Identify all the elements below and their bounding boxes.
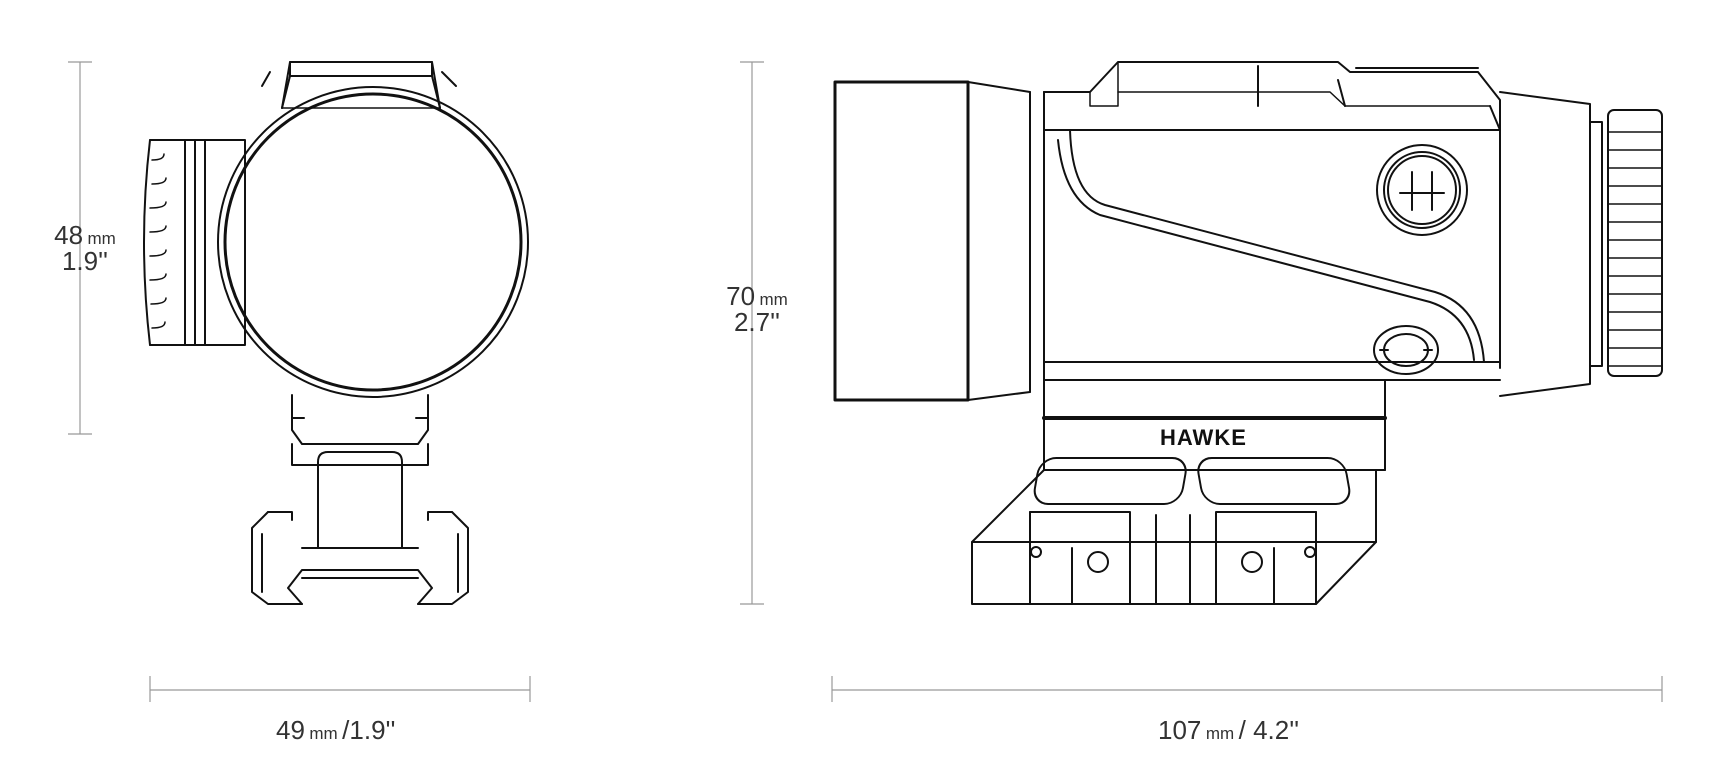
- side-height-value: 70: [726, 281, 756, 311]
- front-height-value: 48: [54, 220, 84, 250]
- front-width-value: 49: [276, 715, 305, 745]
- side-length-dimension-line: [831, 676, 1663, 702]
- front-width-label: 49 mm /1.9'': [276, 717, 395, 743]
- front-view-drawing: [143, 61, 529, 605]
- front-height-dimension-line: [68, 61, 92, 435]
- front-width-dimension-line: [149, 676, 531, 702]
- front-width-imperial: /1.9'': [342, 715, 396, 745]
- front-width-unit: mm: [309, 724, 338, 743]
- side-height-label: 70 mm 2.7'': [712, 283, 802, 335]
- side-length-value: 107: [1158, 715, 1202, 745]
- side-height-imperial: 2.7'': [733, 307, 781, 337]
- side-length-imperial: / 4.2'': [1238, 715, 1300, 745]
- side-view-drawing: [833, 61, 1663, 605]
- brand-logo: HAWKE: [1160, 425, 1247, 450]
- front-height-unit: mm: [87, 229, 116, 248]
- side-height-dimension-line: [740, 61, 764, 605]
- front-height-label: 48 mm 1.9'': [40, 222, 130, 274]
- side-length-label: 107 mm / 4.2'': [1158, 717, 1299, 743]
- front-height-imperial: 1.9'': [61, 246, 109, 276]
- side-length-unit: mm: [1205, 724, 1235, 743]
- side-height-unit: mm: [759, 290, 788, 309]
